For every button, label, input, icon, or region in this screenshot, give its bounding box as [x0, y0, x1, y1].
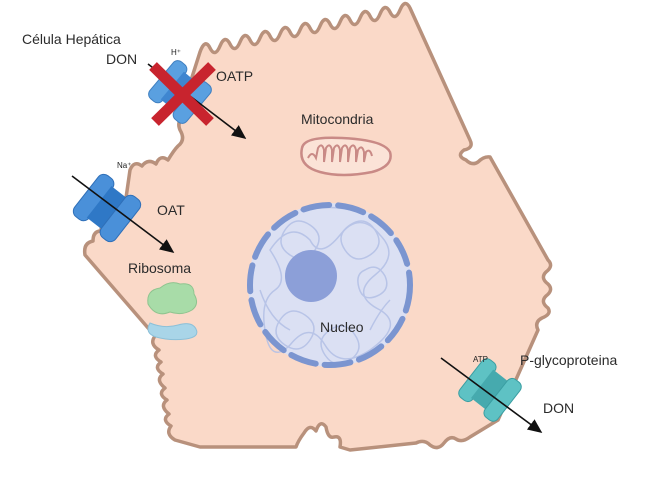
nucleus [247, 202, 413, 368]
mitochondria [300, 136, 392, 177]
oatp-label: OATP [216, 68, 253, 84]
pgp-label: P-glycoproteina [520, 352, 617, 368]
oat-transporter [71, 173, 175, 253]
pgp-arrow [440, 357, 543, 433]
mitochondria-label: Mitocondria [301, 111, 374, 127]
don-out-label: DON [543, 400, 574, 416]
block-x-icon [149, 62, 216, 126]
cell-title: Célula Hepática [22, 31, 121, 47]
oat-arrow [71, 175, 175, 253]
oat-label: OAT [157, 202, 185, 218]
ribosome-label: Ribosoma [128, 260, 191, 276]
ribosome [147, 282, 198, 341]
h-ion-label: H⁺ [171, 48, 181, 57]
nucleus-label: Nucleo [320, 319, 364, 335]
na-ion-label: Na⁺ [117, 161, 131, 170]
atp-label: ATP [473, 355, 488, 364]
pgp-transporter [440, 357, 543, 433]
nucleolus [285, 250, 337, 302]
don-in-label: DON [106, 51, 137, 67]
oatp-transporter [147, 60, 247, 139]
